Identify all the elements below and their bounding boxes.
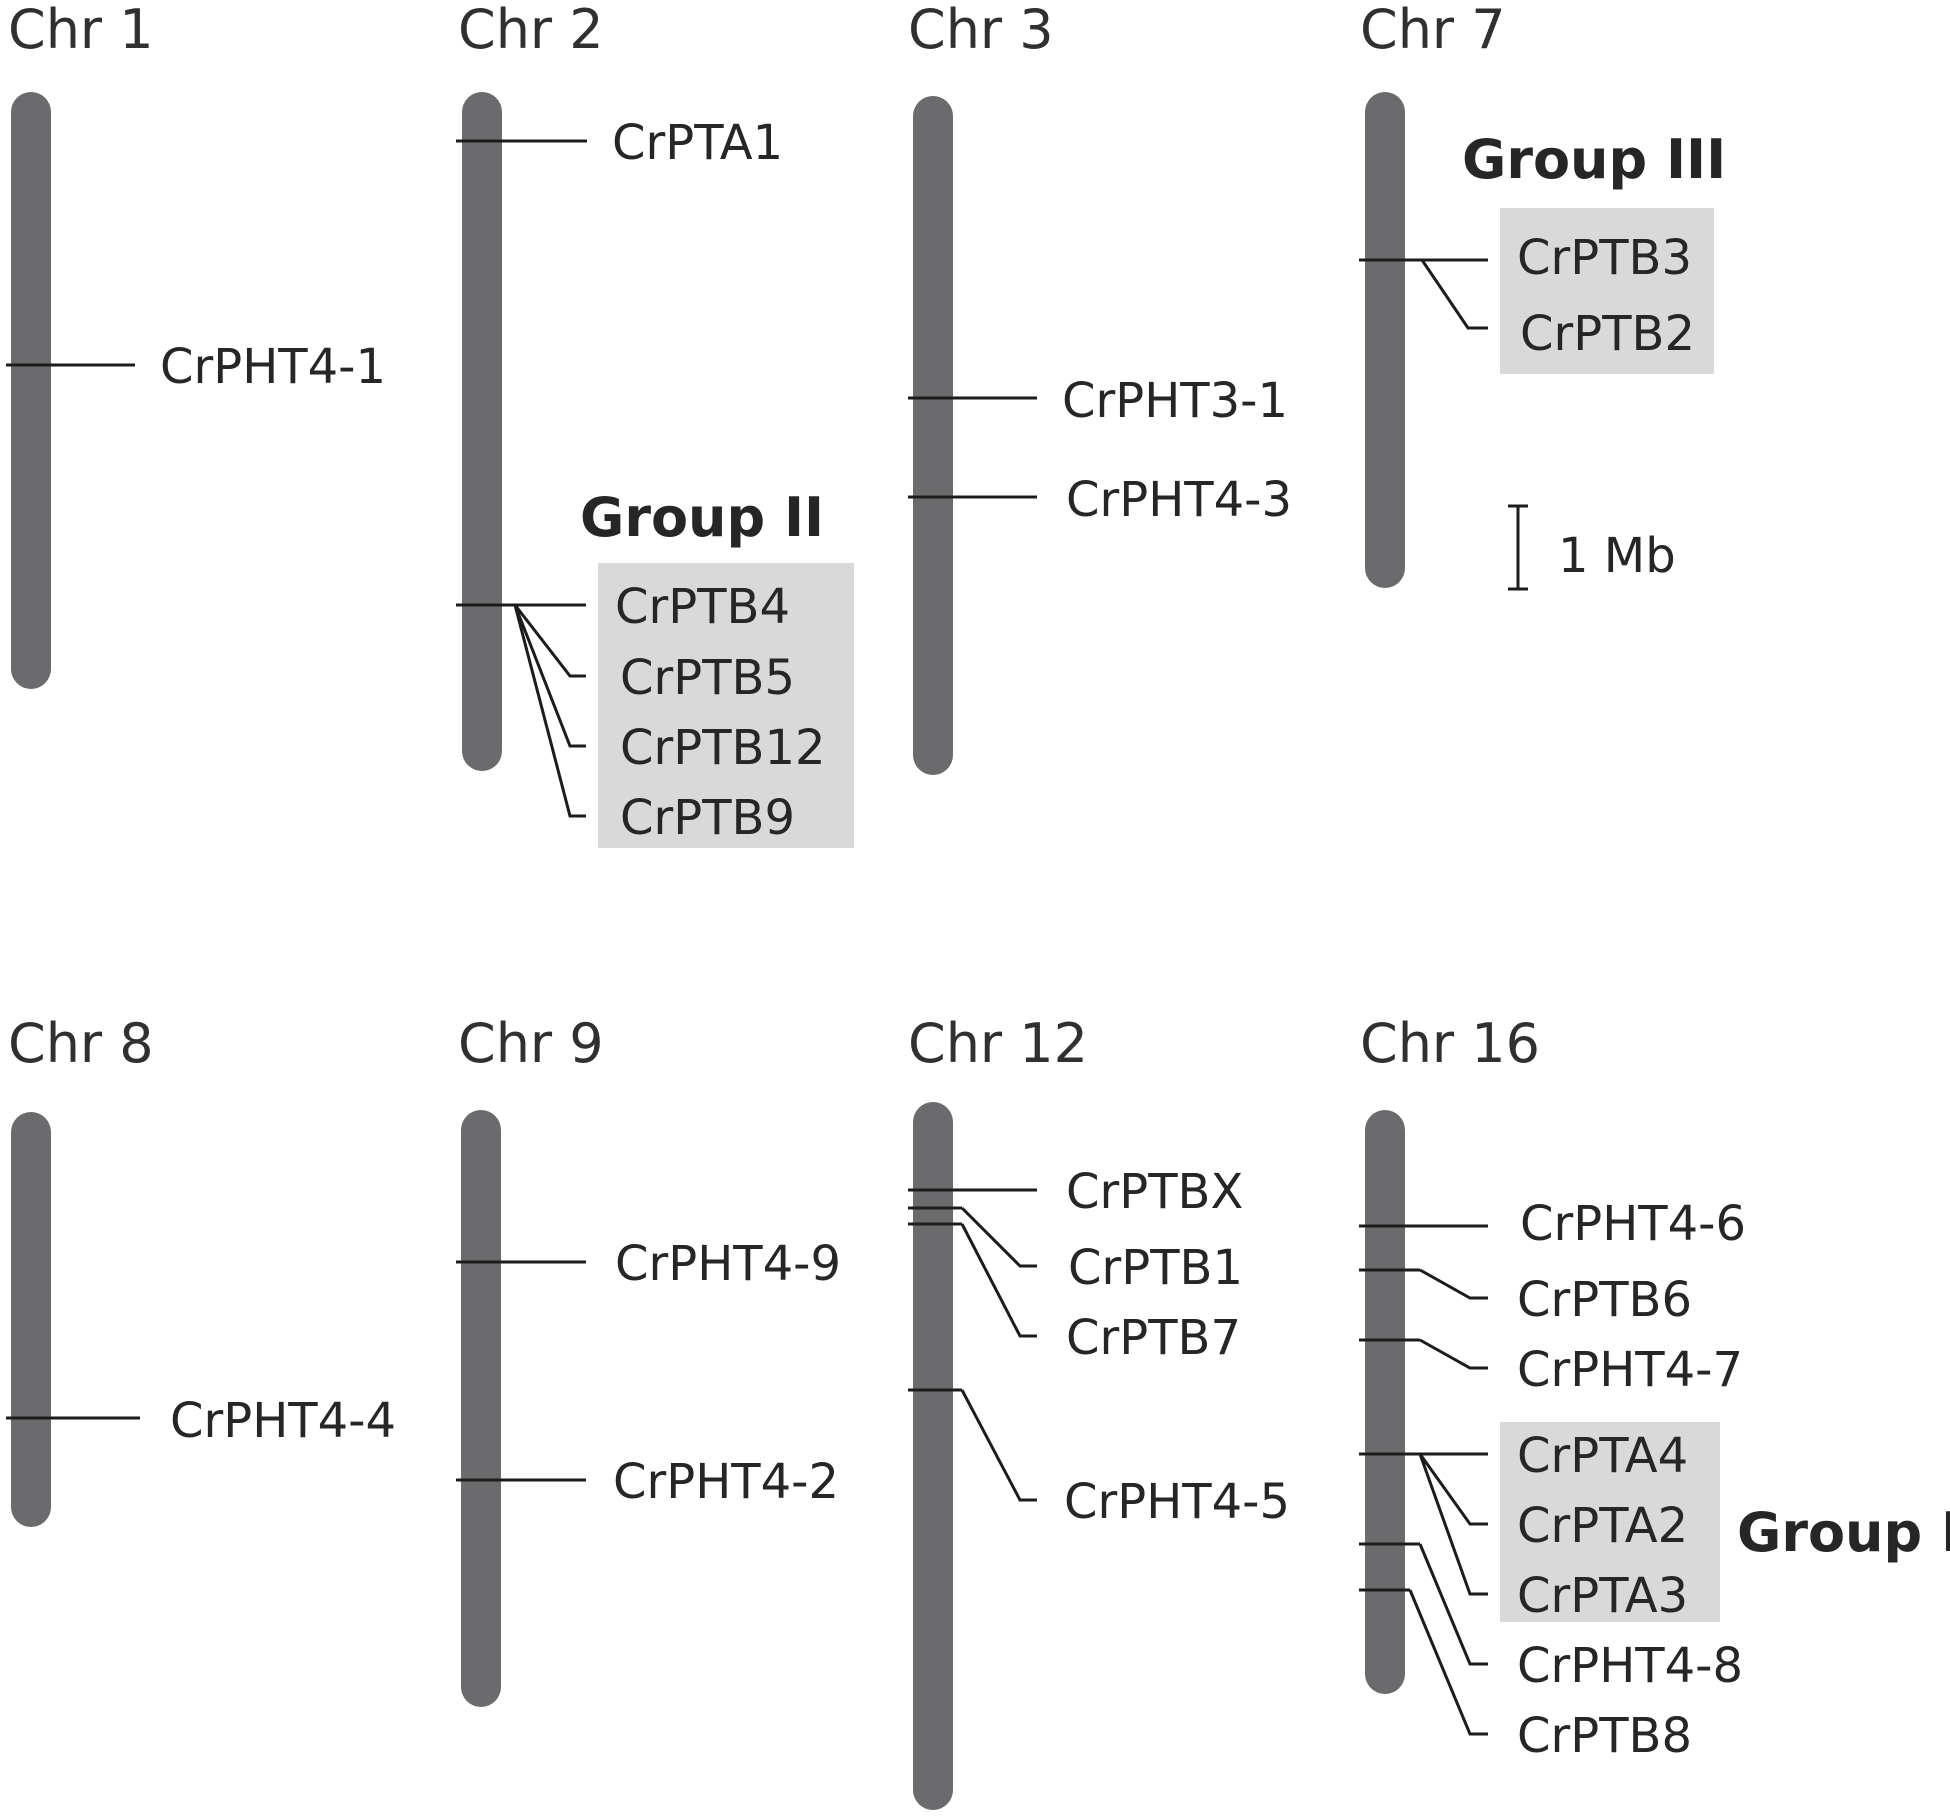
gene-label-CrPHT4-2: CrPHT4-2 [613, 1454, 839, 1510]
chr2-body [462, 92, 502, 771]
chr12-connector-g2 [960, 1206, 1037, 1268]
chromosome-chr12: Chr 12 CrPTBX CrPTB1 CrPTB7 CrPHT4-5 [908, 1012, 1290, 1810]
group-label-group1: Group I [1737, 1501, 1950, 1564]
gene-label-CrPTB12: CrPTB12 [620, 720, 826, 776]
chr3-title: Chr 3 [908, 0, 1054, 61]
chr12-connector-g3 [960, 1223, 1037, 1338]
chr16-connector-g8 [1408, 1589, 1488, 1736]
gene-label-CrPHT4-4: CrPHT4-4 [170, 1393, 396, 1449]
chr2-connector-g3 [513, 604, 586, 678]
gene-label-CrPTA4: CrPTA4 [1517, 1428, 1688, 1484]
gene-label-CrPTBX: CrPTBX [1066, 1164, 1243, 1220]
chr2-title: Chr 2 [458, 0, 604, 61]
chr2-connector-g5 [513, 604, 586, 818]
group-label-group2: Group II [580, 486, 824, 549]
gene-label-CrPHT4-1: CrPHT4-1 [160, 339, 386, 395]
chr16-connector-g5 [1418, 1453, 1488, 1526]
chromosome-chr16: Chr 16 Group I CrPHT4-6 CrPTB6 CrPHT4-7 … [1359, 1012, 1950, 1764]
chr1-title: Chr 1 [8, 0, 154, 61]
chr2-connector-g4 [513, 604, 586, 748]
gene-label-CrPHT4-7: CrPHT4-7 [1517, 1342, 1743, 1398]
gene-label-CrPTB8: CrPTB8 [1517, 1708, 1692, 1764]
chr7-title: Chr 7 [1360, 0, 1506, 61]
chr8-title: Chr 8 [8, 1012, 154, 1075]
gene-label-CrPHT4-8: CrPHT4-8 [1517, 1638, 1743, 1694]
chromosome-chr1: Chr 1 CrPHT4-1 [6, 0, 386, 689]
chr12-connector-g4 [960, 1389, 1037, 1502]
group-label-group3: Group III [1462, 128, 1726, 191]
gene-label-CrPHT4-5: CrPHT4-5 [1064, 1474, 1290, 1530]
chr16-body [1365, 1110, 1405, 1694]
gene-label-CrPTB4: CrPTB4 [615, 579, 790, 635]
gene-label-CrPHT3-1: CrPHT3-1 [1062, 373, 1288, 429]
gene-label-CrPHT4-6: CrPHT4-6 [1520, 1196, 1746, 1252]
chr7-body [1365, 92, 1405, 588]
gene-label-CrPHT4-3: CrPHT4-3 [1066, 472, 1292, 528]
gene-label-CrPTB1: CrPTB1 [1068, 1240, 1243, 1296]
chr8-body [11, 1112, 51, 1527]
group-box-group1 [1500, 1422, 1720, 1622]
chromosome-chr9: Chr 9 CrPHT4-9 CrPHT4-2 [456, 1012, 841, 1707]
gene-label-CrPTB3: CrPTB3 [1517, 230, 1692, 286]
chr12-body [913, 1102, 953, 1810]
gene-label-CrPTA3: CrPTA3 [1517, 1568, 1688, 1624]
chr16-connector-g2 [1419, 1268, 1488, 1300]
gene-label-CrPTB2: CrPTB2 [1520, 306, 1695, 362]
chromosome-chr7: Chr 7 Group III CrPTB3 CrPTB2 1 Mb [1359, 0, 1726, 591]
chromosome-chr8: Chr 8 CrPHT4-4 [6, 1012, 396, 1527]
gene-label-CrPTA2: CrPTA2 [1517, 1498, 1688, 1554]
chr9-body [461, 1110, 501, 1707]
group-box-group3 [1500, 208, 1714, 374]
chr16-connector-g7 [1418, 1543, 1488, 1666]
chr9-title: Chr 9 [458, 1012, 604, 1075]
gene-label-CrPTA1: CrPTA1 [612, 115, 783, 171]
scale-bar-label: 1 Mb [1558, 528, 1676, 584]
gene-label-CrPTB7: CrPTB7 [1066, 1310, 1241, 1366]
scale-bar: 1 Mb [1508, 504, 1676, 591]
chromosome-chr2: Chr 2 CrPTA1 Group II CrPTB4 CrPTB5 CrPT… [456, 0, 854, 848]
chromosome-chr3: Chr 3 CrPHT3-1 CrPHT4-3 [908, 0, 1292, 775]
gene-label-CrPTB6: CrPTB6 [1517, 1272, 1692, 1328]
gene-label-CrPTB5: CrPTB5 [620, 650, 795, 706]
gene-label-CrPHT4-9: CrPHT4-9 [615, 1236, 841, 1292]
chr12-title: Chr 12 [908, 1012, 1088, 1075]
chr1-body [11, 92, 51, 689]
chr3-body [913, 96, 953, 775]
chr16-title: Chr 16 [1360, 1012, 1540, 1075]
chr16-connector-g6 [1418, 1453, 1488, 1596]
chr16-connector-g3 [1419, 1338, 1488, 1370]
gene-label-CrPTB9: CrPTB9 [620, 790, 795, 846]
group-box-group2 [598, 563, 854, 848]
chr7-connector-g2 [1420, 259, 1488, 330]
